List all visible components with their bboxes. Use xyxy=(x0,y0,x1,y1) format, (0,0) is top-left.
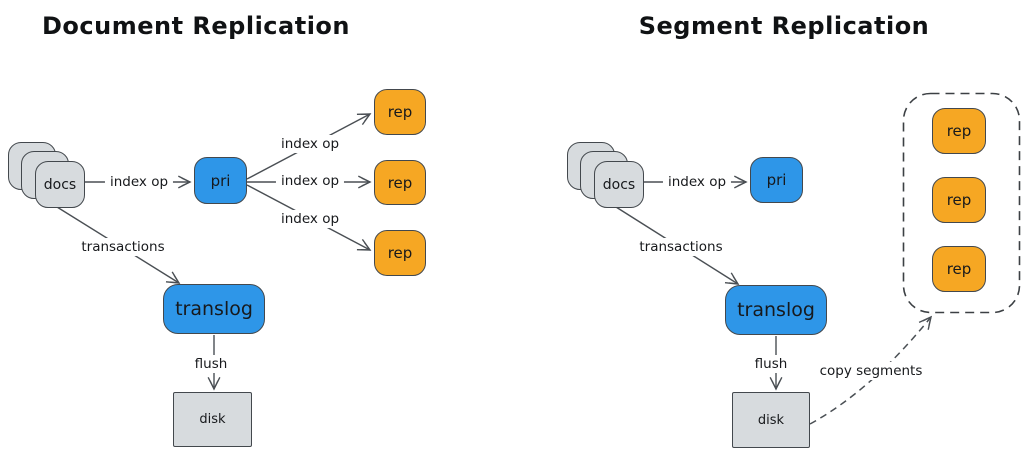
pri-node-left: pri xyxy=(194,157,247,204)
rep-label: rep xyxy=(387,103,413,121)
rep3-node-right: rep xyxy=(932,246,986,292)
rep2-node-right: rep xyxy=(932,177,986,223)
translog-node-left: translog xyxy=(163,284,265,334)
left-diagram-title: Document Replication xyxy=(41,12,351,40)
docs-label: docs xyxy=(602,176,636,193)
translog-node-right: translog xyxy=(725,285,827,335)
rep-label: rep xyxy=(387,244,413,262)
edge-label-index-op-in-right: index op xyxy=(662,173,732,191)
edge-label-index-op-2: index op xyxy=(275,172,345,190)
edge-label-flush-right: flush xyxy=(749,355,793,373)
edge-label-copy-segments: copy segments xyxy=(814,362,928,380)
edge-label-transactions-left: transactions xyxy=(76,238,170,256)
rep-label: rep xyxy=(946,122,972,140)
edge-disk-to-reps-copy-segments xyxy=(809,315,932,425)
pri-label: pri xyxy=(210,171,231,190)
docs-node-left: docs xyxy=(35,161,85,208)
translog-label: translog xyxy=(737,299,815,321)
disk-label: disk xyxy=(199,412,226,427)
rep3-node-left: rep xyxy=(374,230,426,276)
edge-label-index-op-1: index op xyxy=(275,135,345,153)
disk-label: disk xyxy=(757,412,785,428)
translog-label: translog xyxy=(175,298,253,320)
edge-label-index-op-3: index op xyxy=(275,210,345,228)
rep1-node-left: rep xyxy=(374,89,426,135)
replica-group-container xyxy=(902,92,1021,314)
edge-label-transactions-right: transactions xyxy=(634,238,728,256)
pri-node-right: pri xyxy=(750,157,803,203)
docs-label: docs xyxy=(43,176,77,193)
rep-label: rep xyxy=(946,191,972,209)
rep1-node-right: rep xyxy=(932,108,986,154)
disk-node-left: disk xyxy=(173,392,252,447)
disk-node-right: disk xyxy=(732,392,810,448)
right-diagram-title: Segment Replication xyxy=(638,12,930,40)
edge-label-index-op-in-left: index op xyxy=(104,173,174,191)
rep-label: rep xyxy=(946,260,972,278)
edge-label-flush-left: flush xyxy=(189,355,233,373)
docs-node-right: docs xyxy=(594,161,644,208)
rep2-node-left: rep xyxy=(374,160,426,205)
pri-label: pri xyxy=(766,171,787,189)
rep-label: rep xyxy=(387,173,413,192)
